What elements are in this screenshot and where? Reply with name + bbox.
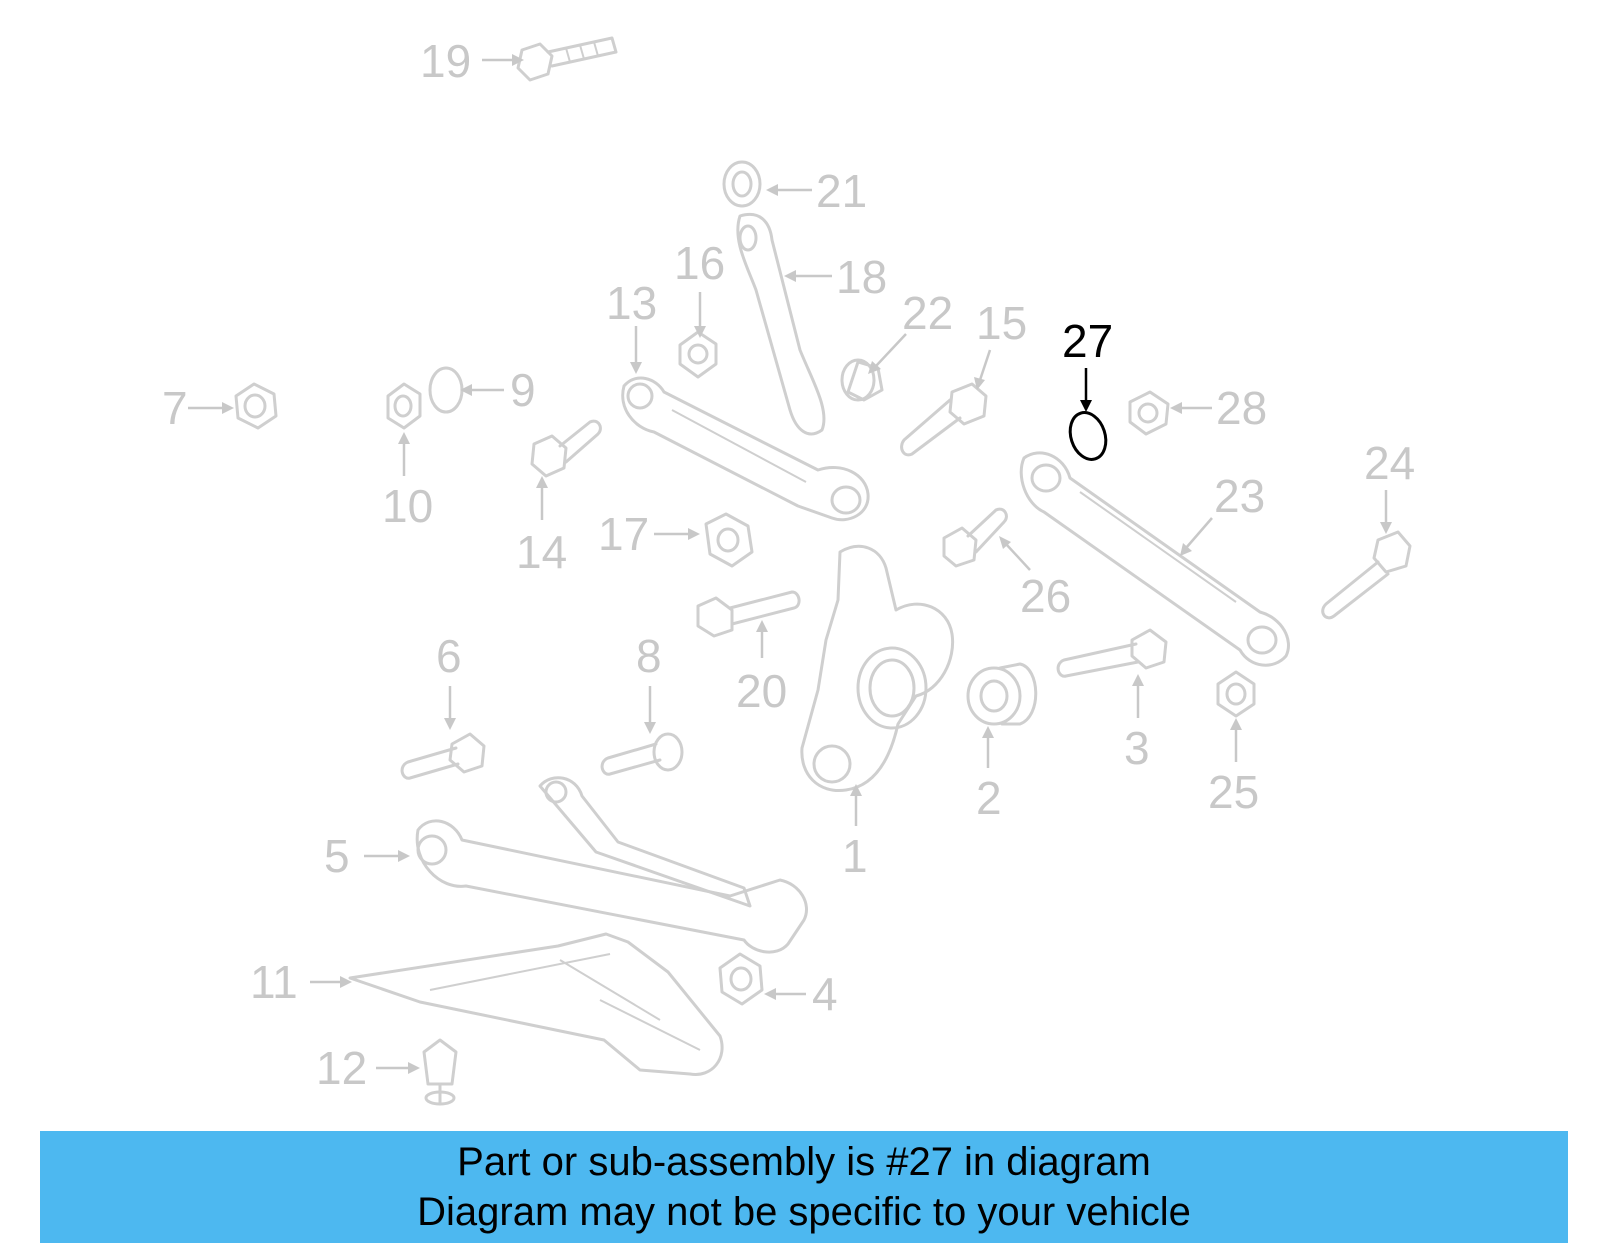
callout-22: 22 xyxy=(902,287,953,339)
callout-18: 18 xyxy=(836,251,887,303)
callout-9: 9 xyxy=(510,364,536,416)
part-20-bolt xyxy=(696,590,801,638)
callout-23: 23 xyxy=(1214,470,1265,522)
leader-arrows xyxy=(188,54,1392,1074)
callout-5: 5 xyxy=(324,830,350,882)
part-17-nut xyxy=(704,512,754,568)
callout-25: 25 xyxy=(1208,766,1259,818)
callout-10: 10 xyxy=(382,480,433,532)
part-6-bolt xyxy=(400,732,486,780)
callout-28: 28 xyxy=(1216,382,1267,434)
part-2-bushing xyxy=(966,662,1038,726)
part-10-nut xyxy=(386,382,422,430)
callout-1: 1 xyxy=(842,830,868,882)
part-14-bolt xyxy=(530,419,602,478)
part-26-bolt xyxy=(942,507,1008,568)
callout-12: 12 xyxy=(316,1042,367,1094)
part-3-bolt xyxy=(1056,628,1168,678)
part-27-o-ring xyxy=(1068,411,1108,461)
part-5-lower-arm xyxy=(415,776,808,954)
callout-2: 2 xyxy=(976,772,1002,824)
part-1-knuckle xyxy=(800,544,955,792)
callout-15: 15 xyxy=(976,297,1027,349)
part-23-control-arm xyxy=(1019,451,1290,667)
part-16-nut xyxy=(678,330,718,379)
part-12-clip xyxy=(422,1038,458,1106)
callout-7: 7 xyxy=(162,382,188,434)
part-24-bolt xyxy=(1321,530,1412,620)
info-banner: Part or sub-assembly is #27 in diagram D… xyxy=(40,1131,1568,1243)
part-15-bolt xyxy=(900,382,988,457)
callout-21: 21 xyxy=(816,165,867,217)
part-11-shield xyxy=(348,932,724,1076)
part-25-nut xyxy=(1216,670,1256,718)
callout-14: 14 xyxy=(516,526,567,578)
part-21-bushing xyxy=(722,160,762,208)
callout-8: 8 xyxy=(636,630,662,682)
callout-20: 20 xyxy=(736,665,787,717)
part-7-nut xyxy=(234,382,278,430)
callout-11: 11 xyxy=(250,956,298,1008)
banner-line-2: Diagram may not be specific to your vehi… xyxy=(417,1190,1191,1234)
callout-6: 6 xyxy=(436,630,462,682)
part-8-bolt xyxy=(600,732,684,776)
part-4-nut xyxy=(718,952,764,1006)
banner-line-1: Part or sub-assembly is #27 in diagram xyxy=(457,1140,1151,1184)
callout-19: 19 xyxy=(420,35,471,87)
callout-labels: 19 21 18 16 13 22 15 27 28 7 9 10 14 17 … xyxy=(162,35,1415,1094)
part-9-ring xyxy=(428,366,464,414)
callout-13: 13 xyxy=(606,277,657,329)
part-18-link xyxy=(736,213,826,436)
callout-3: 3 xyxy=(1124,722,1150,774)
callout-27: 27 xyxy=(1062,315,1113,367)
callout-4: 4 xyxy=(812,968,838,1020)
callout-24: 24 xyxy=(1364,437,1415,489)
callout-16: 16 xyxy=(674,237,725,289)
part-28-nut xyxy=(1128,390,1170,436)
callout-17: 17 xyxy=(598,508,649,560)
callout-26: 26 xyxy=(1020,570,1071,622)
part-13-control-arm xyxy=(621,376,870,522)
part-19-bolt xyxy=(516,36,618,82)
